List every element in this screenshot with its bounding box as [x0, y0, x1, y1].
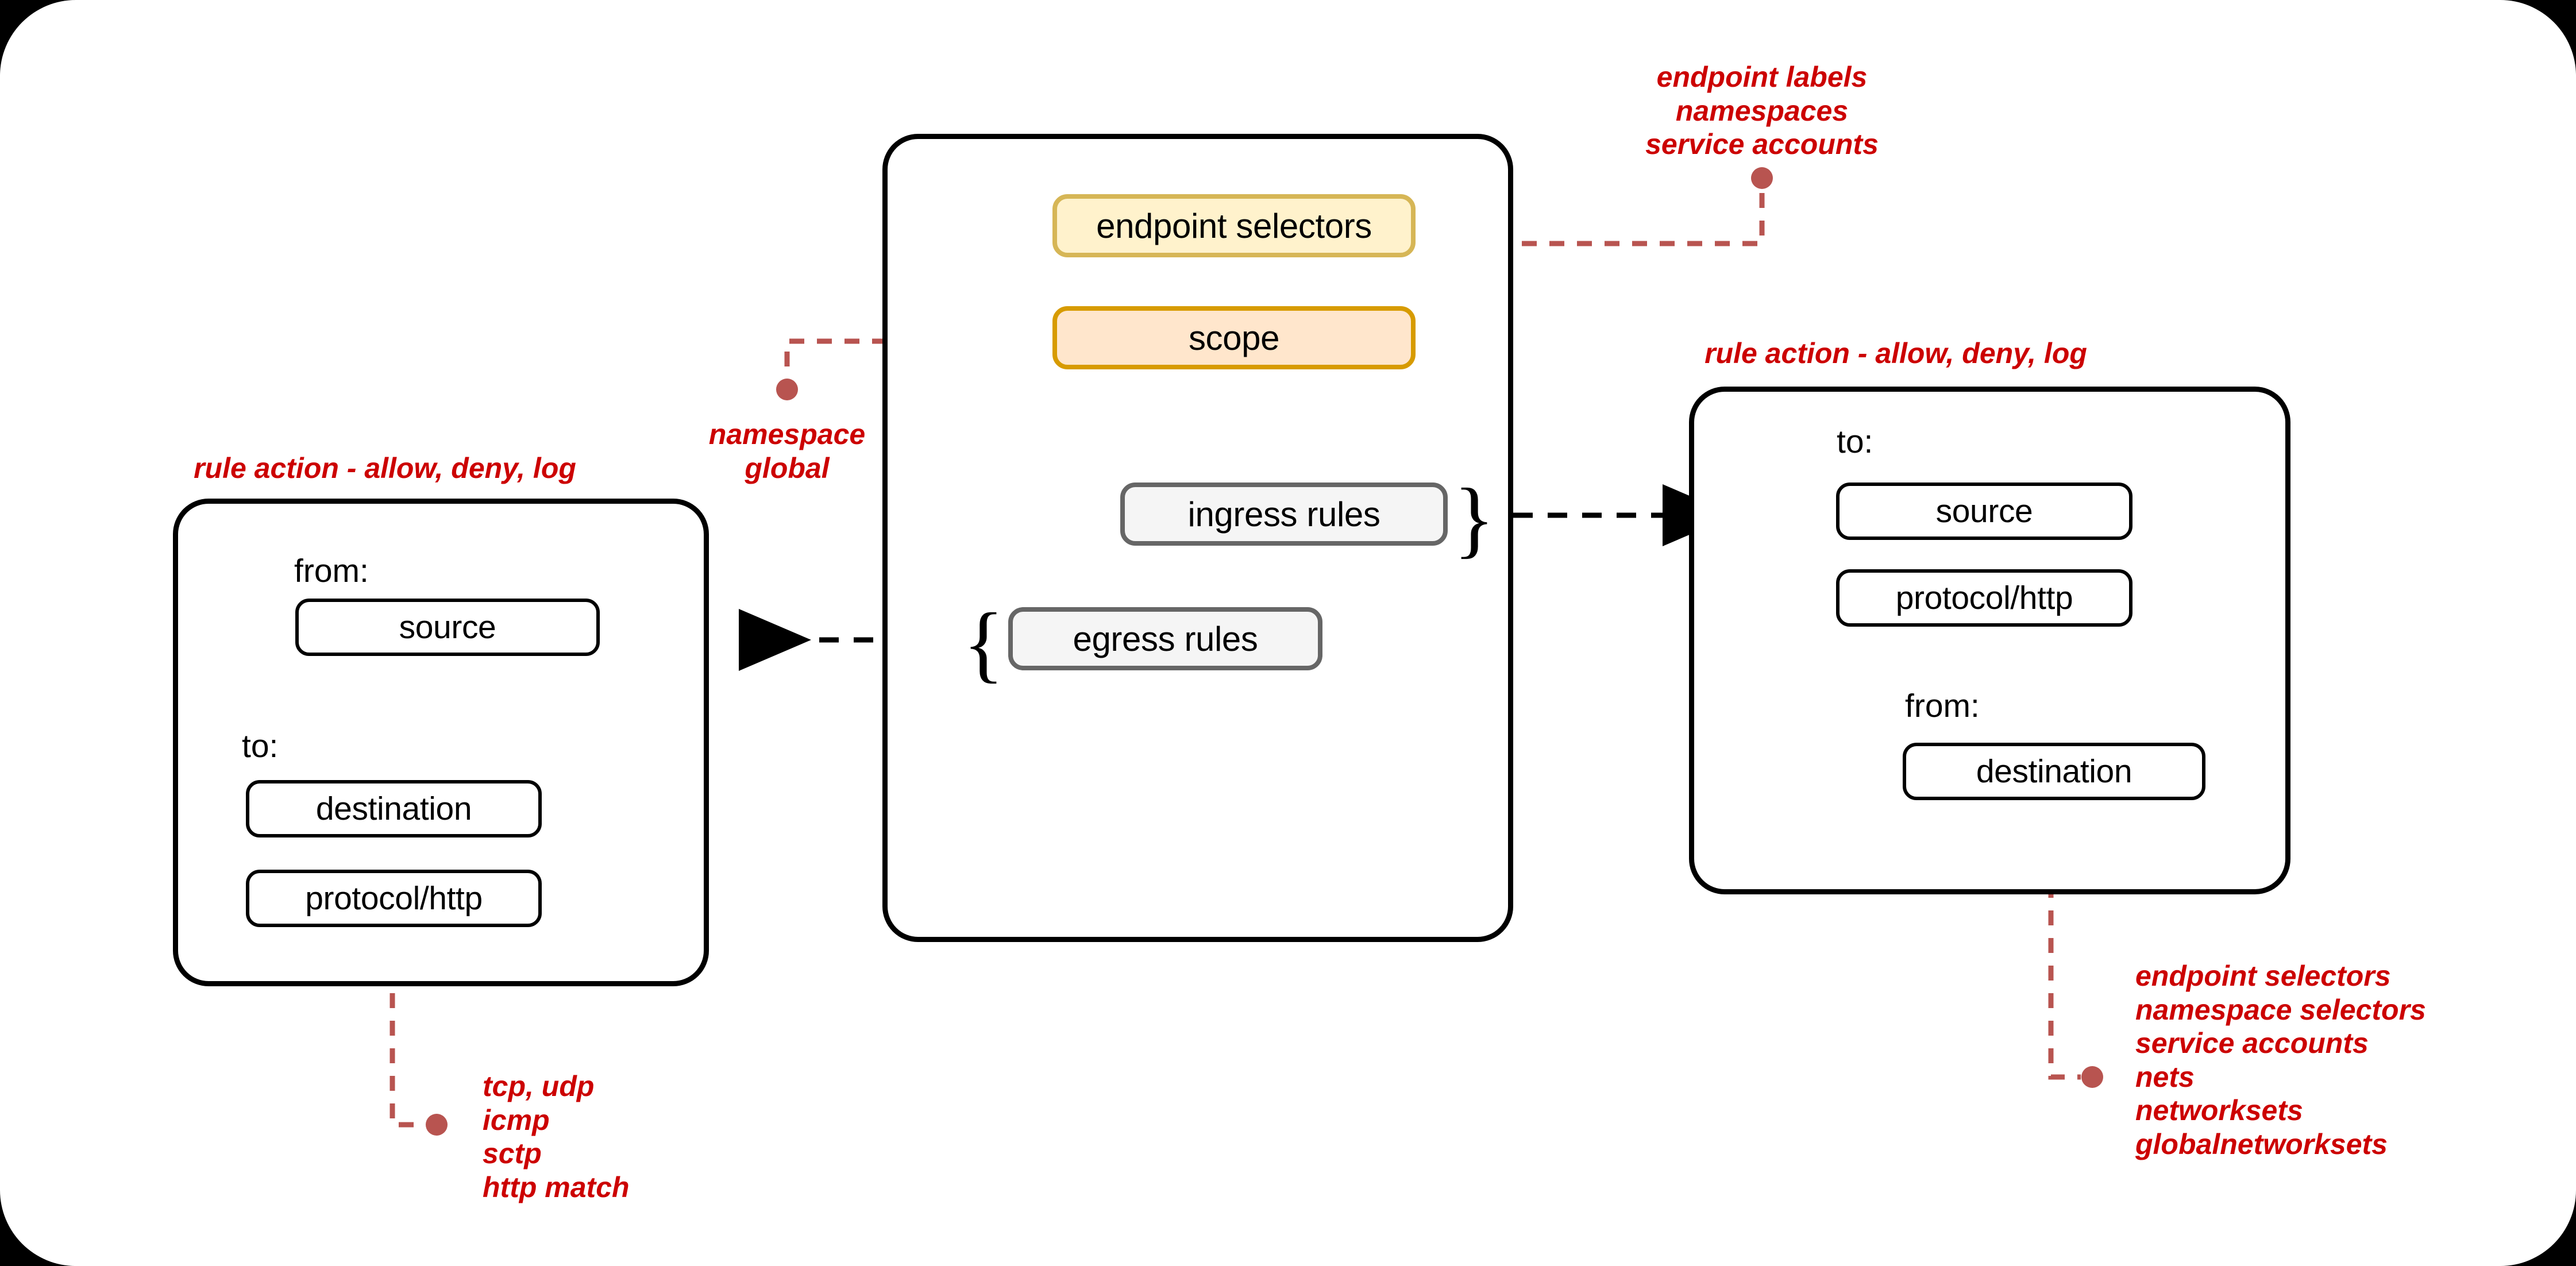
- ingress-destination-label: destination: [1976, 753, 2132, 790]
- egress-destination-box[interactable]: destination: [246, 780, 542, 837]
- endpoint-selectors-box[interactable]: endpoint selectors: [1052, 194, 1416, 257]
- ingress-brace: }: [1453, 471, 1495, 566]
- egress-brace: {: [963, 596, 1004, 691]
- ingress-from-label: from:: [1905, 688, 1980, 724]
- egress-protocol-label: protocol/http: [305, 880, 483, 917]
- egress-rule-action-note: rule action - allow, deny, log: [194, 452, 576, 484]
- egress-source-box[interactable]: source: [295, 599, 600, 656]
- ingress-rules-box[interactable]: ingress rules: [1120, 483, 1448, 546]
- destination-note: endpoint selectors namespace selectors s…: [2135, 960, 2426, 1160]
- egress-to-label: to:: [242, 728, 279, 765]
- ingress-rules-label: ingress rules: [1187, 495, 1380, 534]
- egress-rules-box[interactable]: egress rules: [1008, 607, 1322, 670]
- ingress-protocol-box[interactable]: protocol/http: [1836, 569, 2132, 627]
- ingress-to-label: to:: [1837, 423, 1873, 460]
- protocol-note: tcp, udp icmp sctp http match: [483, 1070, 630, 1203]
- ingress-protocol-label: protocol/http: [1895, 580, 2073, 616]
- scope-label: scope: [1188, 318, 1280, 357]
- scope-note: namespace global: [708, 418, 866, 484]
- ingress-source-label: source: [1935, 493, 2033, 530]
- ingress-rule-action-note: rule action - allow, deny, log: [1705, 337, 2087, 369]
- egress-source-label: source: [399, 609, 496, 646]
- egress-destination-label: destination: [315, 790, 472, 827]
- scope-box[interactable]: scope: [1052, 306, 1416, 369]
- egress-from-label: from:: [294, 553, 369, 589]
- ingress-destination-box[interactable]: destination: [1903, 743, 2205, 800]
- endpoint-selectors-note: endpoint labels namespaces service accou…: [1645, 61, 1879, 160]
- endpoint-selectors-label: endpoint selectors: [1096, 206, 1372, 245]
- ingress-source-box[interactable]: source: [1836, 483, 2132, 540]
- egress-protocol-box[interactable]: protocol/http: [246, 870, 542, 927]
- ingress-panel: [1689, 387, 2290, 894]
- egress-rules-label: egress rules: [1073, 619, 1258, 658]
